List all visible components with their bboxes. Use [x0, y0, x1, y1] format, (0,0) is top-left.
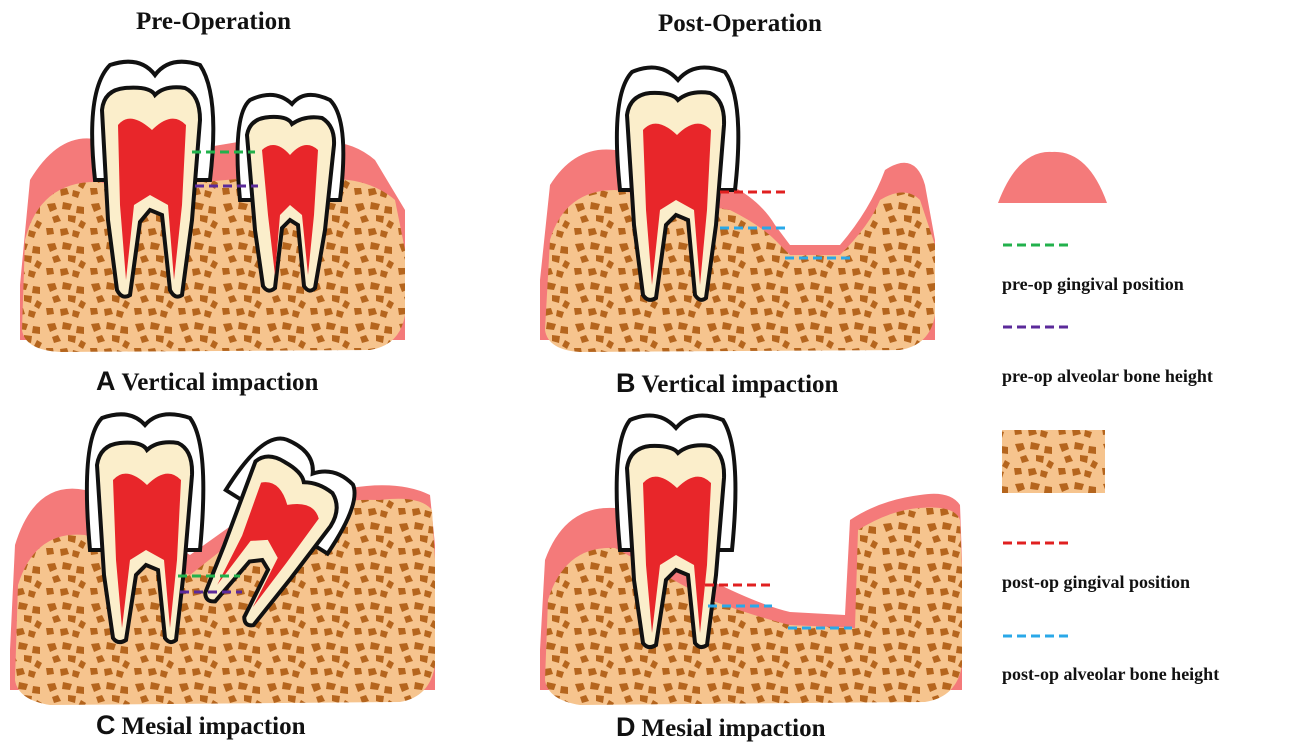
- panel-caption-text: Vertical impaction: [642, 371, 839, 398]
- panel-letter: C: [96, 710, 116, 740]
- panel-d-illustration: [540, 416, 962, 706]
- panel-a-illustration: [20, 62, 405, 352]
- panel-caption-text: Mesial impaction: [122, 713, 306, 740]
- post-operation-title: Post-Operation: [658, 10, 822, 38]
- legend-gingiva-swatch: [998, 152, 1107, 203]
- panel-caption-text: Vertical impaction: [122, 369, 319, 396]
- legend-label-pre-bone: pre-op alveolar bone height: [1002, 366, 1213, 387]
- panel-b-illustration: [540, 68, 935, 353]
- legend-label-pre-gingival: pre-op gingival position: [1002, 274, 1184, 295]
- pre-operation-title: Pre-Operation: [136, 8, 291, 36]
- panel-letter: B: [616, 368, 636, 398]
- legend-graphics: [998, 152, 1107, 636]
- panel-caption-text: Mesial impaction: [642, 715, 826, 742]
- panel-letter: A: [96, 366, 116, 396]
- legend-label-post-bone: post-op alveolar bone height: [1002, 664, 1219, 685]
- alveolar-bone: [22, 178, 405, 352]
- legend-bone-swatch: [1002, 430, 1105, 493]
- panel-c-illustration: [10, 414, 435, 705]
- panel-letter: D: [616, 712, 636, 742]
- legend-label-post-gingival: post-op gingival position: [1002, 572, 1190, 593]
